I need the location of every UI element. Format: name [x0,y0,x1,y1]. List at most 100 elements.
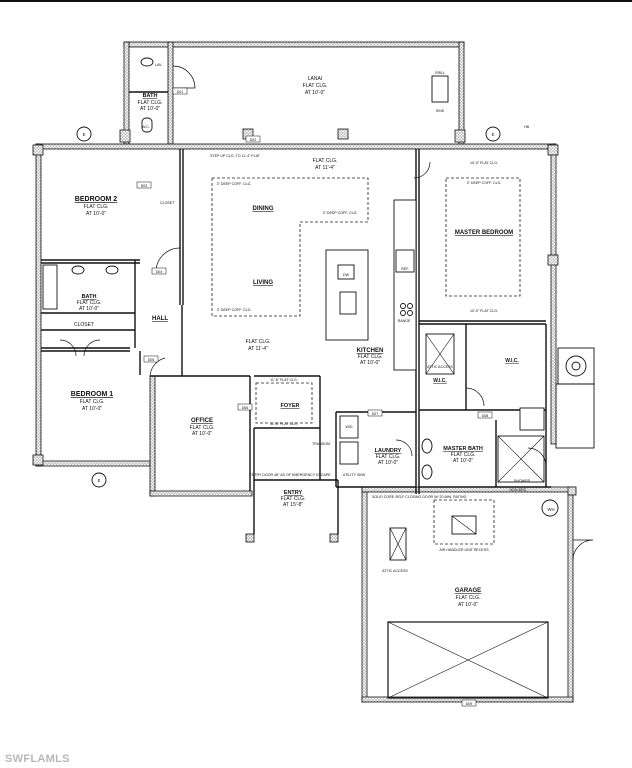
master-bath-name: MASTER BATH [443,446,483,452]
door-tag-9: D09 [466,702,473,706]
lanai-height: AT 10'-0" [305,90,325,96]
bath-top-ceiling: FLAT CLG. [138,100,163,106]
attic-access-garage: ATTIC ACCESS [382,569,408,573]
entry-height: AT 15'-8" [283,502,303,508]
lanai-name: LANAI [308,76,322,82]
laundry-name: LAUNDRY [375,448,402,454]
watermark: SWFLAMLS [5,753,70,765]
entry-door-note: ENTRY DOOR 48" AS OF EMERGENCY ESCAPE [249,473,331,477]
master-bath-height: AT 10'-0" [453,458,473,464]
bedroom2-height: AT 10'-0" [86,211,106,217]
kitchen-height: AT 10'-0" [360,360,380,366]
plumbing-fixtures [42,57,595,561]
door-tag-4: D04 [156,270,163,274]
foyer-top: 11'-8" FLAT CLG. [270,378,298,382]
wd-label: W/D [346,425,353,429]
master-bottom: 10'-0" FLAT CLG. [470,309,498,313]
door-tag-1: D01 [177,90,184,94]
entry-ceiling: FLAT CLG. [281,496,306,502]
bedroom1-height: AT 10'-0" [82,406,102,412]
coffer-note-right: 3" DEEP COFF. CLG. [323,211,358,215]
sink-label: SINK [436,109,445,113]
room-labels: LANAI FLAT CLG. AT 10'-0" BATH FLAT CLG.… [71,63,555,608]
ceiling-outlines [211,177,521,545]
transom-note: TRANSOM [312,442,330,446]
step-up-note: STEP UP CLG. TO 11'-4" FLAT [210,154,261,158]
kitchen-counters [325,199,417,371]
bedroom2-ceiling: FLAT CLG. [84,204,109,210]
bedroom2-name: BEDROOM 2 [75,196,118,203]
range-label: RANGE [398,319,411,323]
bath-top-name: BATH [143,93,158,99]
bath-top-height: AT 10'-0" [140,106,160,112]
door-tag-3: D03 [141,184,148,188]
dining-name: DINING [253,206,274,212]
coffer-note-living: 3" DEEP COFF. CLG. [217,308,252,312]
great-room-height: AT 11'-4" [315,165,335,171]
section-markers [76,126,559,517]
kitchen-ceiling: FLAT CLG. [358,354,383,360]
garage-ceiling: FLAT CLG. [456,595,481,601]
master-bedroom-name: MASTER BEDROOM [455,230,513,236]
non-brg-label: NON-BRG [510,488,527,492]
garage-name: GARAGE [455,588,481,594]
hall-name: HALL [152,316,168,322]
bath2-ceiling: FLAT CLG. [77,300,102,306]
office-ceiling: FLAT CLG. [190,425,215,431]
master-top: 10'-0" FLAT CLG. [470,161,498,165]
laundry-ceiling: FLAT CLG. [376,454,401,460]
ref-label: REF. [401,267,409,271]
bedroom1-name: BEDROOM 1 [71,391,114,398]
marker-e-2: E [492,132,495,137]
door-swings [59,65,594,561]
door-tag-8: D08 [482,414,489,418]
garage-door-note: SOLID CORE SELF CLOSING DOOR W/ 20 MIN. … [372,495,467,499]
office-name: OFFICE [191,418,213,424]
coffer-note-master: 3" DEEP COFF. CLG. [467,181,502,185]
laundry-height: AT 10'-0" [378,460,398,466]
wh-label: WH [548,507,555,512]
wic-left-name: W.I.C. [433,378,447,384]
lav-label-top: LAV. [155,63,162,67]
wic-right-name: W.I.C. [505,358,519,364]
great-room-ceiling: FLAT CLG. [313,158,338,164]
shower-label: SHOWER [514,479,531,483]
closet-bed2: CLOSET [160,201,175,205]
garage-height: AT 10'-0" [458,602,478,608]
entry-name: ENTRY [284,490,303,496]
door-tags: D01 D02 D03 D04 D05 D06 D07 D08 D09 [136,87,493,707]
exterior-walls [32,41,577,703]
page-border [0,0,632,2]
office-height: AT 10'-0" [192,431,212,437]
living-name: LIVING [253,280,273,286]
bedroom1-ceiling: FLAT CLG. [80,399,105,405]
living-ceiling: FLAT CLG. [246,339,271,345]
wc-label-top: W.C. [142,125,150,129]
foyer-name: FOYER [281,403,300,409]
living-height: AT 11'-4" [248,346,268,352]
door-tag-2: D02 [250,138,257,142]
utility-sink-label: UTILITY SINK [343,473,366,477]
dw-label: DW [343,273,350,277]
marker-e-1: E [83,132,86,137]
garage-door [387,621,549,699]
air-handler-note: AIR HANDLER UNIT RECESS [439,548,489,552]
closet-label: CLOSET [74,322,94,328]
kitchen-name: KITCHEN [357,348,384,354]
bath2-name: BATH [82,294,97,300]
bath2-height: AT 10'-0" [79,306,99,312]
hb-label: HB [524,125,530,129]
coffer-note-dining: 3" DEEP COFF. CLG. [217,182,252,186]
door-tag-6: D06 [242,406,249,410]
attic-access-master: ATTIC ACCESS [427,365,453,369]
marker-e-3: E [98,478,101,483]
door-tag-5: D05 [148,358,155,362]
lanai-ceiling: FLAT CLG. [303,83,328,89]
foyer-bottom: 11'-8" FLAT CLG. [270,422,298,426]
grill-label: GRILL [435,71,445,75]
interior-walls [41,91,551,534]
door-tag-7: D07 [372,412,379,416]
master-bath-ceiling: FLAT CLG. [451,452,476,458]
